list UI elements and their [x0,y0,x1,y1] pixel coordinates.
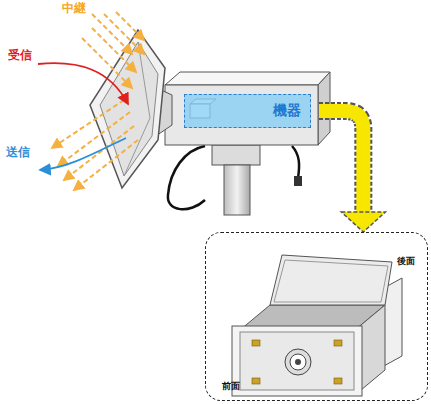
flow-arrow [319,111,385,232]
device-box: 機器 [184,94,311,128]
transmit-label: 送信 [6,146,30,159]
node-text: 前面 [222,382,240,392]
enclosure-detail-panel: 後面前面 [205,232,428,401]
node-text: 機器 [273,103,301,118]
relay-label: 中継 [62,2,86,15]
receive-label: 受信 [8,49,32,62]
node-text: 後面 [397,257,415,267]
